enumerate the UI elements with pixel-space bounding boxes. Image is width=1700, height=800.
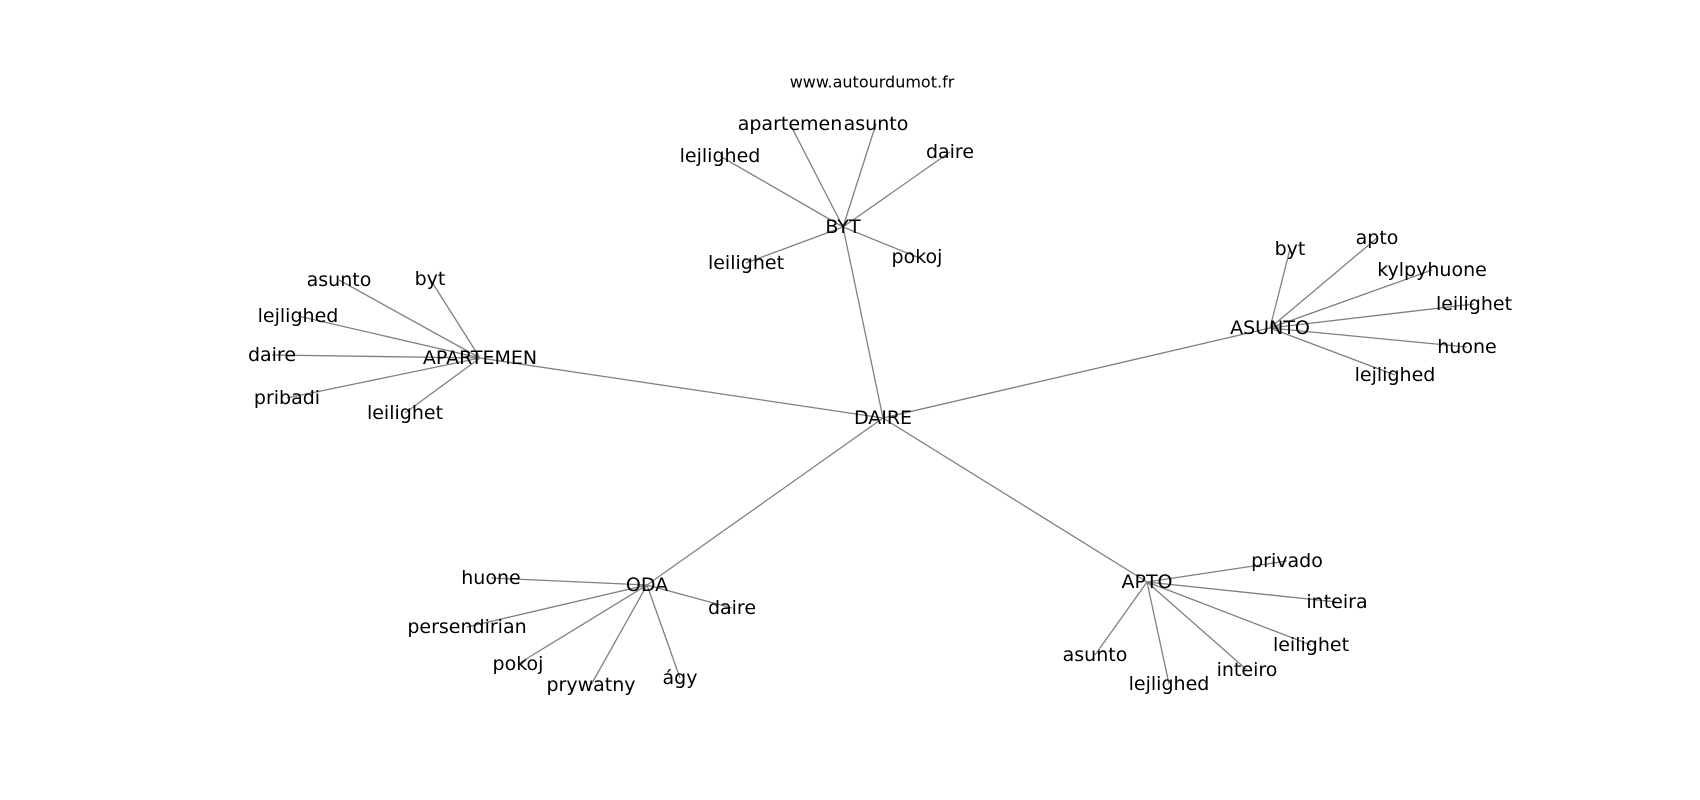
leaf-node-label: leilighet [1436,293,1512,315]
leaf-node-label: daire [926,141,974,163]
graph-edges [271,123,1475,686]
edge-center-to-hub [842,226,884,419]
leaf-node-label: leilighet [708,252,784,274]
leaf-node-label: apto [1356,227,1399,249]
edge-hub-to-leaf [1094,581,1148,656]
leaf-node-label: persendirian [407,616,526,638]
leaf-node-label: asunto [1063,644,1128,666]
edge-hub-to-leaf [1269,327,1396,376]
edge-center-to-hub [479,357,884,419]
edge-hub-to-leaf [842,123,877,228]
edge-hub-to-leaf [490,577,648,586]
edge-hub-to-leaf [1269,303,1475,329]
leaf-node-label: lejlighed [1129,673,1210,695]
leaf-node-label: ágy [663,667,698,689]
edge-hub-to-leaf [1146,581,1248,671]
edge-hub-to-leaf [404,357,481,414]
leaf-node-label: kylpyhuone [1377,259,1487,281]
edge-hub-to-leaf [1146,581,1338,603]
leaf-node-label: lejlighed [258,305,339,327]
leaf-node-label: lejlighed [1355,364,1436,386]
leaf-node-label: asunto [307,269,372,291]
edge-hub-to-leaf [646,584,681,679]
leaf-node-label: asunto [844,113,909,135]
leaf-node-label: daire [248,344,296,366]
edge-hub-to-leaf [719,155,844,228]
edge-hub-to-leaf [1146,581,1312,646]
leaf-node-label: pokoj [892,246,943,268]
edge-hub-to-leaf [466,584,648,628]
edge-hub-to-leaf [842,226,918,258]
leaf-node-label: huone [1437,336,1496,358]
leaf-node-label: daire [708,597,756,619]
leaf-node-label: byt [415,268,446,290]
leaf-node-label: lejlighed [680,145,761,167]
leaf-node-label: apartemen [738,113,843,135]
edge-hub-to-leaf [297,315,481,359]
hub-node-label: APTO [1121,571,1172,593]
leaf-node-label: pribadi [254,387,320,409]
edge-hub-to-leaf [271,354,481,359]
hub-node-label: ODA [626,574,668,596]
leaf-node-label: leilighet [1273,634,1349,656]
edge-center-to-hub [882,327,1271,419]
edge-center-to-hub [646,417,884,586]
edge-hub-to-leaf [1146,560,1288,583]
edge-hub-to-leaf [1269,269,1433,329]
edge-hub-to-leaf [1269,237,1378,329]
center-node-label: DAIRE [854,407,912,429]
edge-hub-to-leaf [338,279,481,359]
leaf-node-label: inteira [1306,591,1367,613]
hub-node-label: ASUNTO [1230,317,1310,339]
edge-hub-to-leaf [1269,248,1291,329]
leaf-node-label: inteiro [1217,659,1278,681]
edge-hub-to-leaf [286,357,481,399]
edge-hub-to-leaf [1269,327,1468,348]
leaf-node-label: huone [461,567,520,589]
watermark[interactable]: www.autourdumot.fr [790,73,955,92]
leaf-node-label: leilighet [367,402,443,424]
edge-hub-to-leaf [590,584,648,686]
hub-node-label: APARTEMEN [423,347,537,369]
edge-hub-to-leaf [745,226,844,264]
edge-hub-to-leaf [1146,581,1170,685]
edge-hub-to-leaf [517,584,648,665]
edge-hub-to-leaf [842,151,951,228]
leaf-node-label: prywatny [546,674,635,696]
leaf-node-label: byt [1275,238,1306,260]
leaf-node-label: pokoj [493,653,544,675]
leaf-node-label: privado [1251,550,1323,572]
edge-hub-to-leaf [429,278,481,359]
edge-hub-to-leaf [646,584,733,609]
edge-center-to-hub [882,417,1148,583]
edge-hub-to-leaf [789,123,844,228]
hub-node-label: BYT [825,216,861,238]
